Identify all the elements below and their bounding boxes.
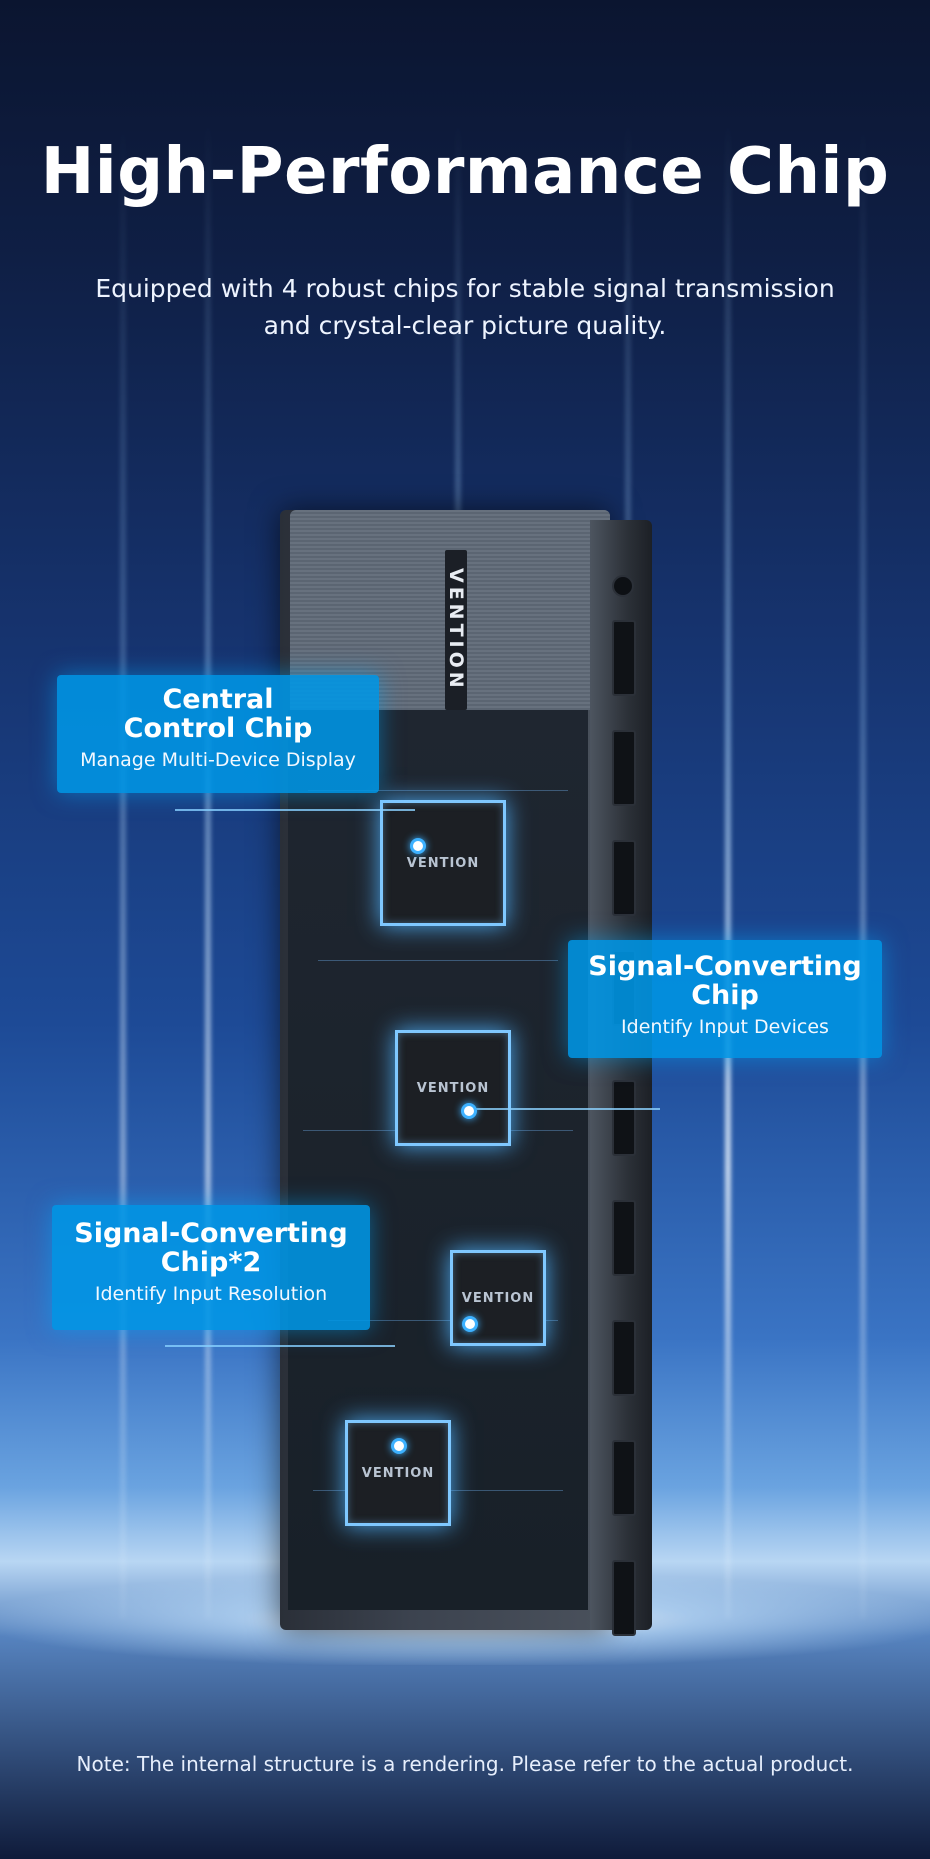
- callout-title: Central Control Chip: [123, 684, 313, 744]
- callout-central-control-chip: Central Control Chip Manage Multi-Device…: [57, 675, 379, 793]
- power-port: [612, 575, 634, 597]
- hdmi-port: [612, 840, 636, 916]
- connector-line: [165, 1345, 395, 1347]
- callout-title: Signal-Converting Chip*2: [74, 1218, 348, 1278]
- callout-signal-converting-chip-2: Signal-Converting Chip*2 Identify Input …: [52, 1205, 370, 1330]
- page-title: High-Performance Chip: [40, 135, 890, 209]
- hdmi-port: [612, 620, 636, 696]
- callout-subtitle: Manage Multi-Device Display: [80, 749, 356, 771]
- footer-note: Note: The internal structure is a render…: [76, 1752, 854, 1776]
- port-rail: [590, 520, 652, 1636]
- callout-subtitle: Identify Input Devices: [621, 1016, 829, 1038]
- signal-converting-chip: VENTION: [345, 1420, 451, 1526]
- hdmi-port: [612, 1080, 636, 1156]
- marker-dot: [410, 838, 426, 854]
- marker-dot: [462, 1316, 478, 1332]
- callout-title: Signal-Converting Chip: [588, 951, 862, 1011]
- connector-line: [175, 809, 415, 811]
- page-subtitle: Equipped with 4 robust chips for stable …: [95, 274, 835, 340]
- central-control-chip: VENTION: [380, 800, 506, 926]
- callout-signal-converting-chip: Signal-Converting Chip Identify Input De…: [568, 940, 882, 1058]
- marker-dot: [391, 1438, 407, 1454]
- callout-subtitle: Identify Input Resolution: [94, 1283, 328, 1305]
- connector-line: [470, 1108, 660, 1110]
- signal-converting-chip: VENTION: [395, 1030, 511, 1146]
- signal-converting-chip: VENTION: [450, 1250, 546, 1346]
- hdmi-port: [612, 1560, 636, 1636]
- brand-logo: VENTION: [445, 550, 467, 710]
- hdmi-port: [612, 1320, 636, 1396]
- marker-dot: [461, 1103, 477, 1119]
- hdmi-port: [612, 1440, 636, 1516]
- hdmi-port: [612, 730, 636, 806]
- hdmi-port: [612, 1200, 636, 1276]
